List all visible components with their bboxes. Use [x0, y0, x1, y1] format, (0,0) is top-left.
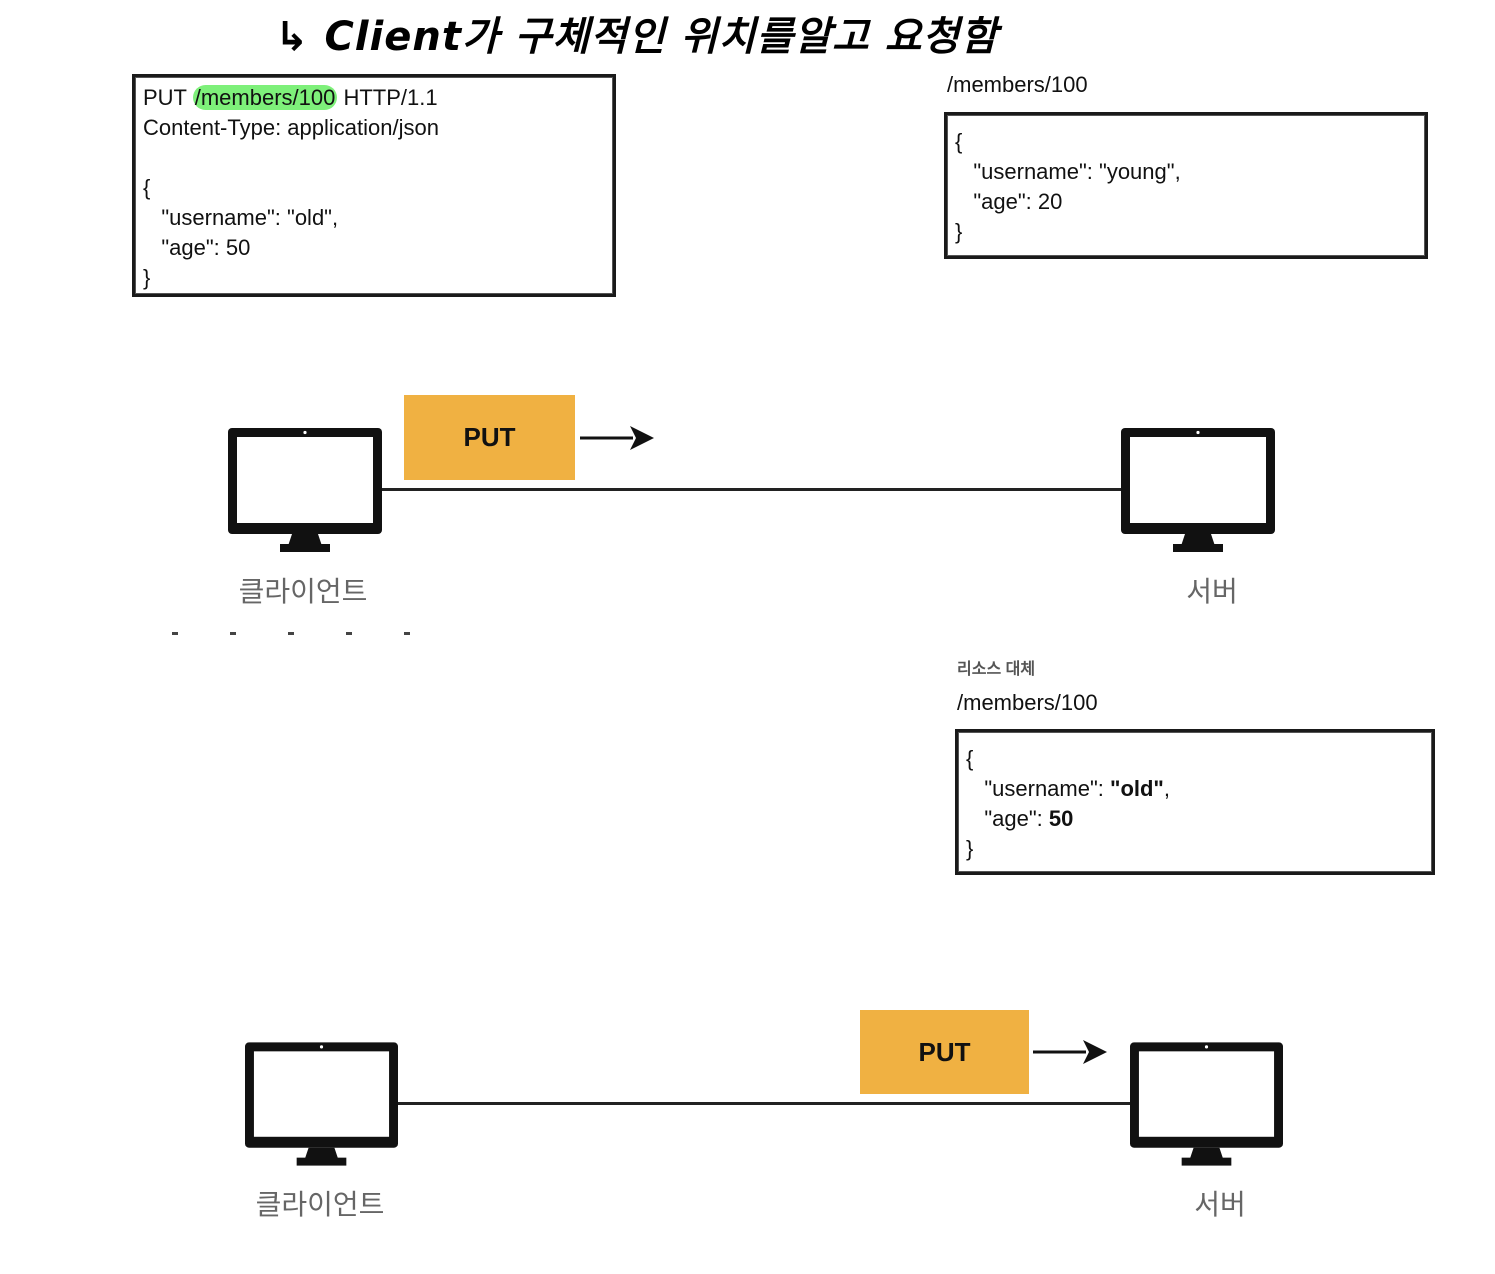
cropped-text-remnant [172, 632, 462, 635]
resource-username-line-bottom: "username": "old", [966, 774, 1424, 804]
server-monitor-icon [1121, 428, 1275, 552]
server-caption-top: 서버 [1186, 576, 1238, 607]
request-method: PUT [143, 85, 193, 110]
age-key: "age": [966, 806, 1049, 831]
resource-age-line-bottom: "age": 50 [966, 804, 1424, 834]
server-resource-path-bottom: /members/100 [957, 690, 1098, 715]
request-path: /members/100 [192, 85, 338, 110]
resource-username-line: "username": "young", [955, 159, 1181, 184]
request-age-line: "age": 50 [143, 235, 251, 260]
resource-brace-close: } [955, 219, 963, 244]
handwritten-annotation: ↳ Client가 구체적인 위치를알고 요청함 [275, 14, 999, 60]
username-tail: , [1163, 776, 1170, 801]
client-caption-top: 클라이언트 [238, 576, 368, 607]
resource-replace-caption: 리소스 대체 [957, 661, 1036, 678]
request-box: PUT /members/100 HTTP/1.1 Content-Type: … [132, 74, 616, 297]
server-monitor-icon [1130, 1042, 1283, 1166]
arrow-right-icon [580, 426, 654, 450]
request-version: HTTP/1.1 [337, 85, 438, 110]
server-resource-box: { "username": "young", "age": 20 } [944, 112, 1428, 259]
put-label-top: PUT [404, 395, 575, 480]
put-label-bottom: PUT [860, 1010, 1029, 1094]
resource-brace-close-bottom: } [966, 836, 974, 861]
resource-brace-open: { [955, 129, 963, 154]
username-key: "username": [966, 776, 1111, 801]
server-caption-bottom: 서버 [1194, 1189, 1246, 1220]
client-monitor-icon [245, 1042, 398, 1166]
resource-brace-open-bottom: { [966, 746, 974, 771]
request-brace-close: } [143, 265, 151, 290]
request-brace-open: { [143, 175, 151, 200]
request-content-type: Content-Type: application/json [143, 115, 439, 140]
resource-age-line: "age": 20 [955, 189, 1063, 214]
request-username-line: "username": "old", [143, 205, 339, 230]
connection-line-bottom [394, 1102, 1134, 1105]
request-line: PUT /members/100 HTTP/1.1 [143, 83, 605, 113]
server-resource-path: /members/100 [947, 72, 1088, 97]
username-value: "old" [1110, 776, 1164, 801]
client-monitor-icon [228, 428, 382, 552]
connection-line-top [378, 488, 1126, 491]
arrow-right-icon [1033, 1040, 1107, 1064]
age-value: 50 [1048, 806, 1074, 831]
server-resource-box-bottom: { "username": "old", "age": 50 } [955, 729, 1435, 875]
client-caption-bottom: 클라이언트 [255, 1189, 385, 1220]
request-blank-line [143, 143, 605, 173]
